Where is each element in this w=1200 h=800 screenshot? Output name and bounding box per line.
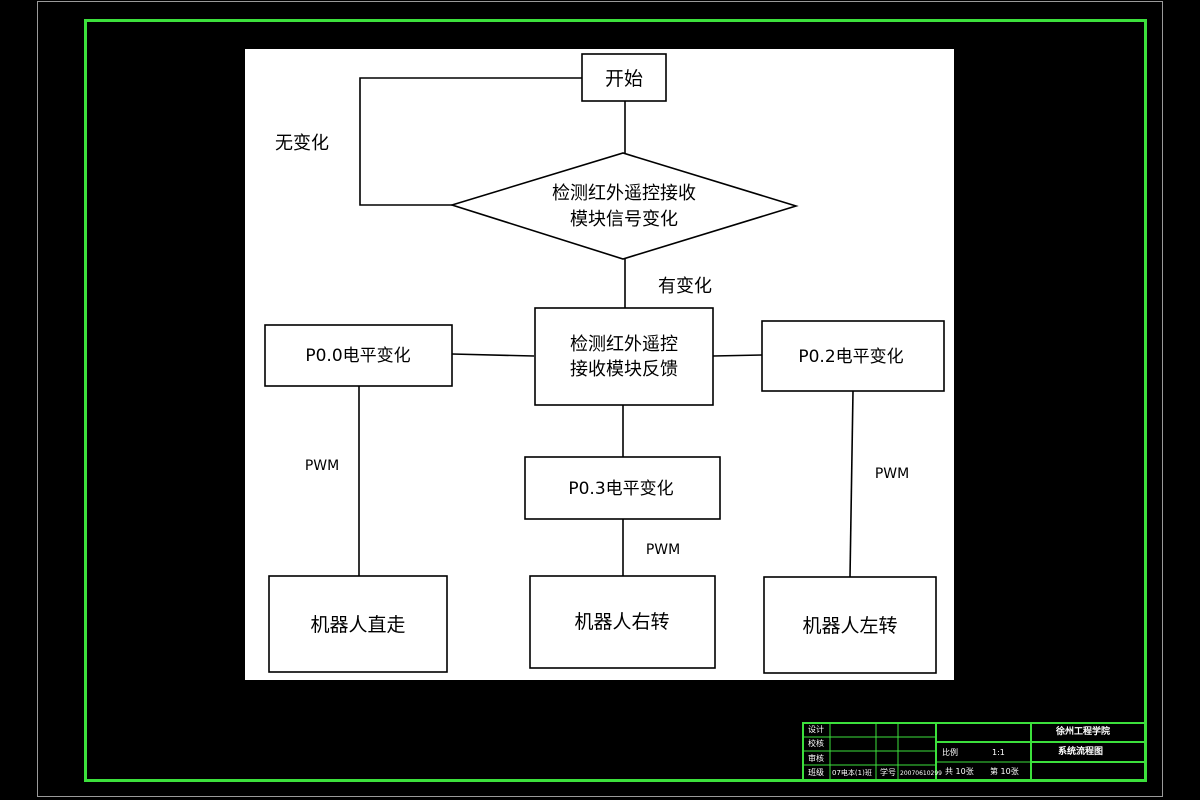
label-student-no: 学号 — [880, 768, 896, 777]
p03-node — [524, 456, 721, 520]
turn-left-node — [763, 576, 937, 674]
school-name: 徐州工程学院 — [1056, 727, 1111, 737]
feedback-label-2: 接收模块反馈 — [570, 359, 678, 380]
straight-label: 机器人直走 — [310, 614, 405, 636]
title-block-grid — [802, 722, 1147, 782]
label-design: 设计 — [808, 725, 824, 734]
p00-node — [264, 324, 453, 387]
turn-right-label: 机器人右转 — [574, 611, 669, 633]
pwm-middle-label: PWM — [646, 542, 680, 558]
start-node — [581, 53, 667, 102]
flowchart-svg: 开始 检测红外遥控接收 模块信号变化 无变化 有变化 检测红外遥控 接收模块反馈… — [264, 53, 945, 674]
label-review: 审核 — [808, 754, 824, 763]
outer-border — [37, 1, 1163, 797]
turn-right-node — [529, 575, 716, 669]
no-change-label: 无变化 — [275, 133, 329, 154]
p02-node — [761, 320, 945, 392]
connector-no-change-loop — [359, 77, 582, 206]
pwm-left-label: PWM — [305, 458, 339, 474]
decision-node — [449, 152, 799, 260]
turn-left-label: 机器人左转 — [802, 615, 897, 637]
has-change-label: 有变化 — [658, 276, 712, 297]
straight-node — [268, 575, 448, 673]
feedback-node — [534, 307, 714, 406]
connector-p02-left — [849, 390, 854, 578]
feedback-label-1: 检测红外遥控 — [570, 334, 678, 355]
title-block: 设计 校核 审核 班级 07电本(1)班 学号 20070610299 比例 1… — [802, 722, 1147, 782]
decision-label-1: 检测红外遥控接收 — [552, 183, 696, 204]
drawing-name: 系统流程图 — [1058, 747, 1104, 757]
decision-label-2: 模块信号变化 — [570, 209, 678, 230]
connector-feedback-p00 — [451, 353, 535, 357]
drawing-frame — [84, 19, 1147, 782]
flowchart-canvas: 开始 检测红外遥控接收 模块信号变化 无变化 有变化 检测红外遥控 接收模块反馈… — [245, 49, 954, 680]
connector-feedback-p02 — [712, 354, 763, 357]
label-scale: 比例 — [942, 748, 958, 757]
class-value: 07电本(1)班 — [832, 769, 872, 777]
label-check: 校核 — [808, 739, 824, 748]
sheet-no: 第 10张 — [990, 767, 1019, 776]
scale-value: 1:1 — [992, 748, 1005, 757]
student-no: 20070610299 — [900, 770, 942, 777]
p02-label: P0.2电平变化 — [798, 347, 903, 367]
p03-label: P0.3电平变化 — [568, 479, 673, 499]
start-label: 开始 — [605, 68, 643, 90]
sheets-total: 共 10张 — [945, 767, 974, 776]
p00-label: P0.0电平变化 — [305, 346, 410, 366]
label-class: 班级 — [808, 768, 824, 777]
pwm-right-label: PWM — [875, 466, 909, 482]
